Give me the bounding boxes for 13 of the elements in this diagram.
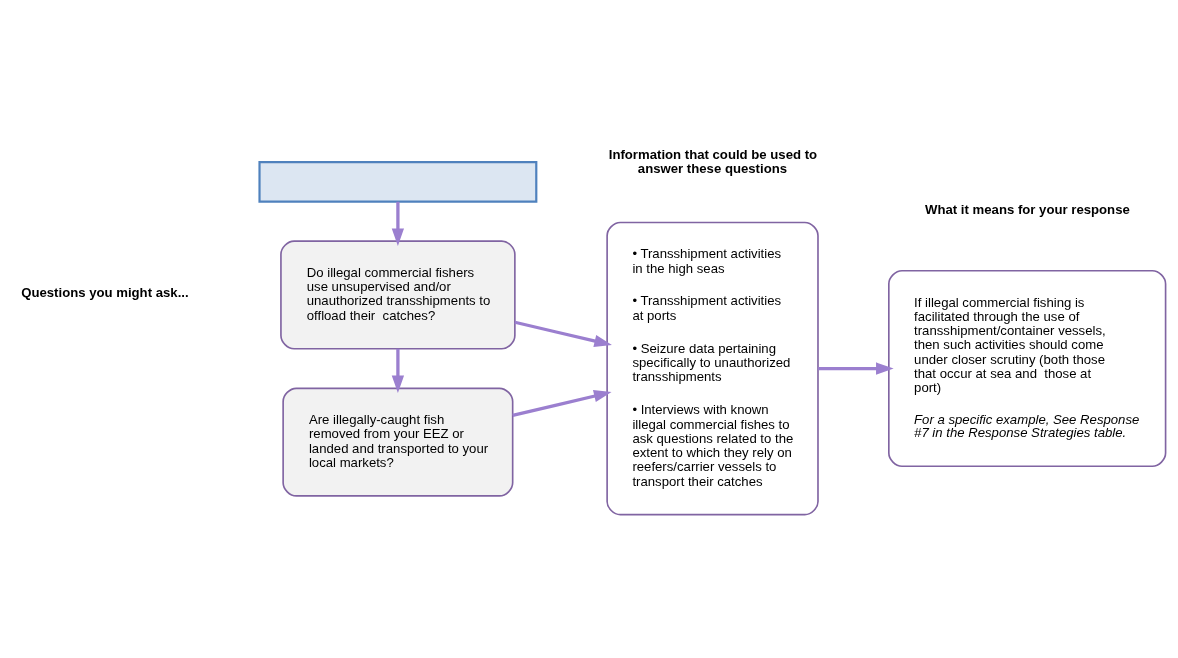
arrow [391, 201, 405, 246]
label: What it means for your response [925, 201, 1130, 217]
arrow [818, 362, 894, 375]
label: Questions you might ask... [21, 285, 189, 301]
node-box: Do illegal commercial fishers use unsupervised and/or unauthorized transshipments to offload their catches? [280, 240, 516, 350]
arrow [391, 348, 405, 394]
arrow [512, 390, 612, 417]
label: Information that could be used to answer these questions [608, 147, 818, 176]
arrow [514, 320, 612, 348]
node-box: Are illegally-caught fish removed from your EEZ or landed and transported to your local markets? [282, 387, 514, 497]
node-box [258, 160, 538, 203]
node-box: • Transshipment activities in the high seas • Transshipment activities at ports • Seizure data pertaining specifically to unauthorized transshipments • Interviews with known illegal commercial fishes to ask questions related to the extent to which they rely on reefers/carrier vessels to transport their catches [606, 221, 819, 516]
node-box: If illegal commercial fishing is facilitated through the use of transshipment/container vessels, then such activities should come under closer scrutiny (both those that occur at sea and those at port) For a specific example, See Response #7 in the Response Strategies table. [888, 269, 1167, 468]
